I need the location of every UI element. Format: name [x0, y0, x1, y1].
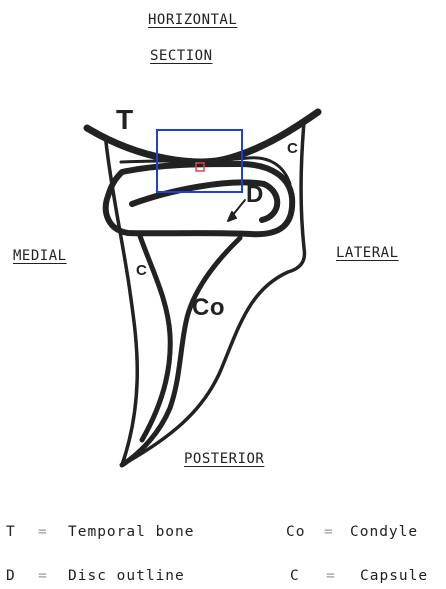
label-disc-D: D [246, 181, 264, 209]
legend-symbol: C [290, 568, 300, 584]
label-capsule-C-upper: C [287, 140, 298, 157]
legend-symbol: Co [286, 524, 305, 540]
legend-meaning: Capsule [360, 568, 428, 584]
legend-meaning: Disc outline [68, 568, 185, 584]
label-temporal-T: T [116, 104, 134, 136]
legend-equals: = [324, 524, 334, 540]
label-capsule-C-left: C [136, 262, 147, 279]
legend-symbol: T [6, 524, 16, 540]
disc-outline [106, 164, 292, 234]
legend-equals: = [38, 568, 48, 584]
legend-equals: = [326, 568, 336, 584]
legend-row-1: T = Temporal bone Co = Condyle [0, 524, 446, 544]
legend-equals: = [38, 524, 48, 540]
legend-row-2: D = Disc outline C = Capsule [0, 568, 446, 588]
legend-symbol: D [6, 568, 16, 584]
legend-meaning: Condyle [350, 524, 418, 540]
label-condyle-Co: Co [192, 294, 225, 322]
legend-meaning: Temporal bone [68, 524, 195, 540]
